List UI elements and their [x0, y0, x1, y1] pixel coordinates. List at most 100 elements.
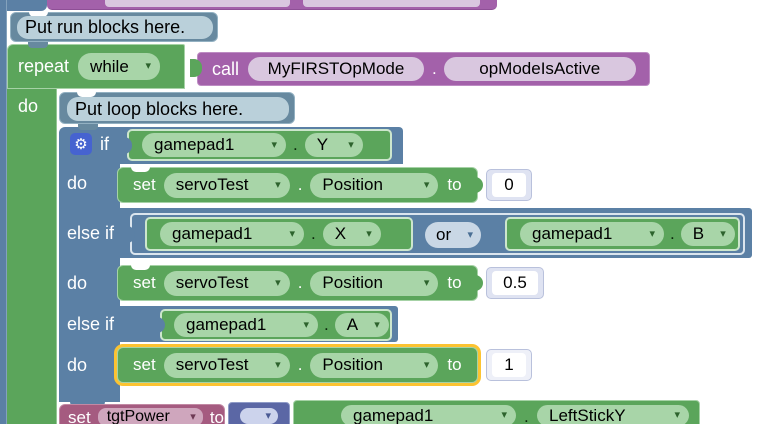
connector-tab — [474, 177, 483, 193]
repeat-block-body[interactable] — [7, 89, 57, 424]
property-dropdown[interactable]: LeftStickY ▾ — [537, 405, 689, 424]
while-dropdown[interactable]: while ▾ — [78, 53, 161, 80]
servo-property-dropdown[interactable]: Position ▾ — [310, 172, 439, 198]
purple-block-field[interactable] — [303, 0, 480, 7]
connector-nub — [78, 124, 98, 130]
gamepad-dropdown[interactable]: gamepad1 ▾ — [341, 405, 516, 424]
else-if-label-1: else if — [67, 223, 115, 243]
else-if-label-2: else if — [67, 314, 115, 334]
repeat-block-header[interactable]: repeat while ▾ — [7, 44, 185, 89]
servo-property-dropdown[interactable]: Position ▾ — [310, 270, 439, 296]
number-shadow-block[interactable]: 1 — [486, 349, 532, 381]
number-shadow-block[interactable]: 0.5 — [486, 267, 544, 299]
dot-separator: . — [297, 175, 303, 194]
connector-tab — [156, 317, 165, 333]
dot-separator: . — [297, 273, 303, 292]
connector-tab — [123, 137, 132, 154]
to-label: to — [447, 355, 462, 374]
variable-dropdown[interactable]: tgtPower ▾ — [97, 408, 203, 424]
run-comment-block[interactable]: Put run blocks here. — [10, 12, 218, 42]
set-servo-block-1[interactable]: set servoTest ▾ . Position ▾ to — [117, 167, 478, 203]
servo-property-value: Position — [322, 273, 383, 292]
set-label: set — [133, 273, 156, 292]
number-shadow-block[interactable]: 0 — [486, 169, 532, 201]
top-notch — [131, 265, 150, 270]
property-dropdown[interactable]: A ▾ — [334, 313, 389, 337]
connector-nub — [28, 42, 48, 48]
servo-property-value: Position — [322, 355, 383, 374]
dropdown-arrow-icon: ▾ — [145, 60, 152, 72]
device-dropdown-value: servoTest — [175, 355, 249, 374]
outer-block-left-edge[interactable] — [0, 0, 7, 424]
property-dropdown[interactable]: B ▾ — [680, 222, 735, 246]
method-name-field[interactable]: opModeIsActive — [443, 57, 636, 81]
device-dropdown[interactable]: servoTest ▾ — [163, 172, 290, 198]
set-label: set — [133, 175, 156, 194]
if-block-left-column[interactable] — [59, 164, 120, 402]
dot-separator: . — [524, 407, 529, 424]
dropdown-arrow-icon: ▾ — [374, 318, 380, 331]
number-value[interactable]: 0.5 — [492, 271, 538, 295]
call-label: call — [212, 58, 240, 79]
dropdown-arrow-icon: ▾ — [366, 227, 372, 240]
set-servo-block-2[interactable]: set servoTest ▾ . Position ▾ to — [117, 265, 478, 301]
call-block[interactable]: call MyFIRSTOpMode . opModeIsActive — [197, 52, 650, 86]
mutator-gear-icon[interactable]: ⚙ — [70, 133, 92, 155]
gamepad-dropdown-value: gamepad1 — [532, 224, 613, 243]
dropdown-arrow-icon: ▾ — [275, 178, 281, 191]
property-dropdown-value: B — [692, 224, 705, 243]
purple-block-field[interactable] — [105, 0, 290, 7]
connector-tab — [126, 226, 135, 243]
procedure-name-field[interactable]: MyFIRSTOpMode — [248, 57, 425, 81]
device-dropdown[interactable]: servoTest ▾ — [163, 352, 290, 378]
dropdown-arrow-icon: ▾ — [271, 138, 277, 151]
property-dropdown[interactable]: Y ▾ — [304, 133, 363, 157]
device-dropdown[interactable]: servoTest ▾ — [163, 270, 290, 296]
set-variable-block[interactable]: set tgtPower ▾ to — [59, 404, 225, 424]
to-label: to — [447, 175, 462, 194]
stick-value-block[interactable]: gamepad1 ▾ . LeftStickY ▾ — [293, 400, 700, 424]
dot-separator: . — [293, 135, 298, 154]
cropped-purple-block[interactable] — [47, 0, 497, 10]
negate-dropdown[interactable]: ▾ — [240, 408, 278, 424]
dropdown-arrow-icon: ▾ — [501, 409, 507, 421]
procedure-name: MyFIRSTOpMode — [267, 59, 405, 78]
dropdown-arrow-icon: ▾ — [423, 276, 430, 289]
gamepad-dropdown[interactable]: gamepad1 ▾ — [142, 133, 286, 157]
cropped-block-top-left[interactable] — [0, 0, 47, 11]
gamepad-dropdown[interactable]: gamepad1 ▾ — [174, 313, 318, 337]
condition-block-gamepad-a[interactable]: gamepad1 ▾ . A ▾ — [160, 309, 392, 341]
dot-separator: . — [297, 355, 303, 374]
condition-block-gamepad-b[interactable]: gamepad1 ▾ . B ▾ — [505, 217, 740, 251]
condition-block-gamepad-x[interactable]: gamepad1 ▾ . X ▾ — [145, 217, 413, 251]
gamepad-dropdown[interactable]: gamepad1 ▾ — [520, 222, 664, 246]
or-dropdown[interactable]: or ▾ — [425, 222, 481, 248]
dropdown-arrow-icon: ▾ — [674, 409, 680, 421]
property-dropdown-value: A — [346, 315, 359, 334]
condition-block-gamepad-y[interactable]: gamepad1 ▾ . Y ▾ — [127, 129, 392, 161]
or-dropdown-value: or — [436, 225, 452, 244]
comment-text-field[interactable]: Put loop blocks here. — [67, 97, 289, 121]
if-label: if — [100, 134, 109, 154]
dropdown-arrow-icon: ▾ — [467, 228, 473, 241]
top-notch — [77, 92, 96, 97]
loop-comment-block[interactable]: Put loop blocks here. — [59, 92, 295, 124]
number-value[interactable]: 1 — [492, 353, 526, 377]
servo-property-value: Position — [322, 175, 383, 194]
set-label: set — [68, 408, 91, 424]
number-value[interactable]: 0 — [492, 173, 526, 197]
dot-separator: . — [432, 59, 437, 78]
device-dropdown-value: servoTest — [175, 175, 249, 194]
if-block-bottom-nub — [70, 399, 105, 406]
comment-text-field[interactable]: Put run blocks here. — [17, 16, 213, 39]
method-name: opModeIsActive — [479, 59, 601, 78]
to-label: to — [209, 408, 224, 424]
set-servo-block-3[interactable]: set servoTest ▾ . Position ▾ to — [117, 347, 478, 383]
dot-separator: . — [311, 224, 316, 243]
device-dropdown-value: servoTest — [175, 273, 249, 292]
gamepad-dropdown[interactable]: gamepad1 ▾ — [160, 222, 304, 246]
dropdown-arrow-icon: ▾ — [190, 410, 196, 423]
property-dropdown[interactable]: X ▾ — [322, 222, 381, 246]
servo-property-dropdown[interactable]: Position ▾ — [310, 352, 439, 378]
negate-block[interactable]: ▾ — [228, 402, 290, 424]
